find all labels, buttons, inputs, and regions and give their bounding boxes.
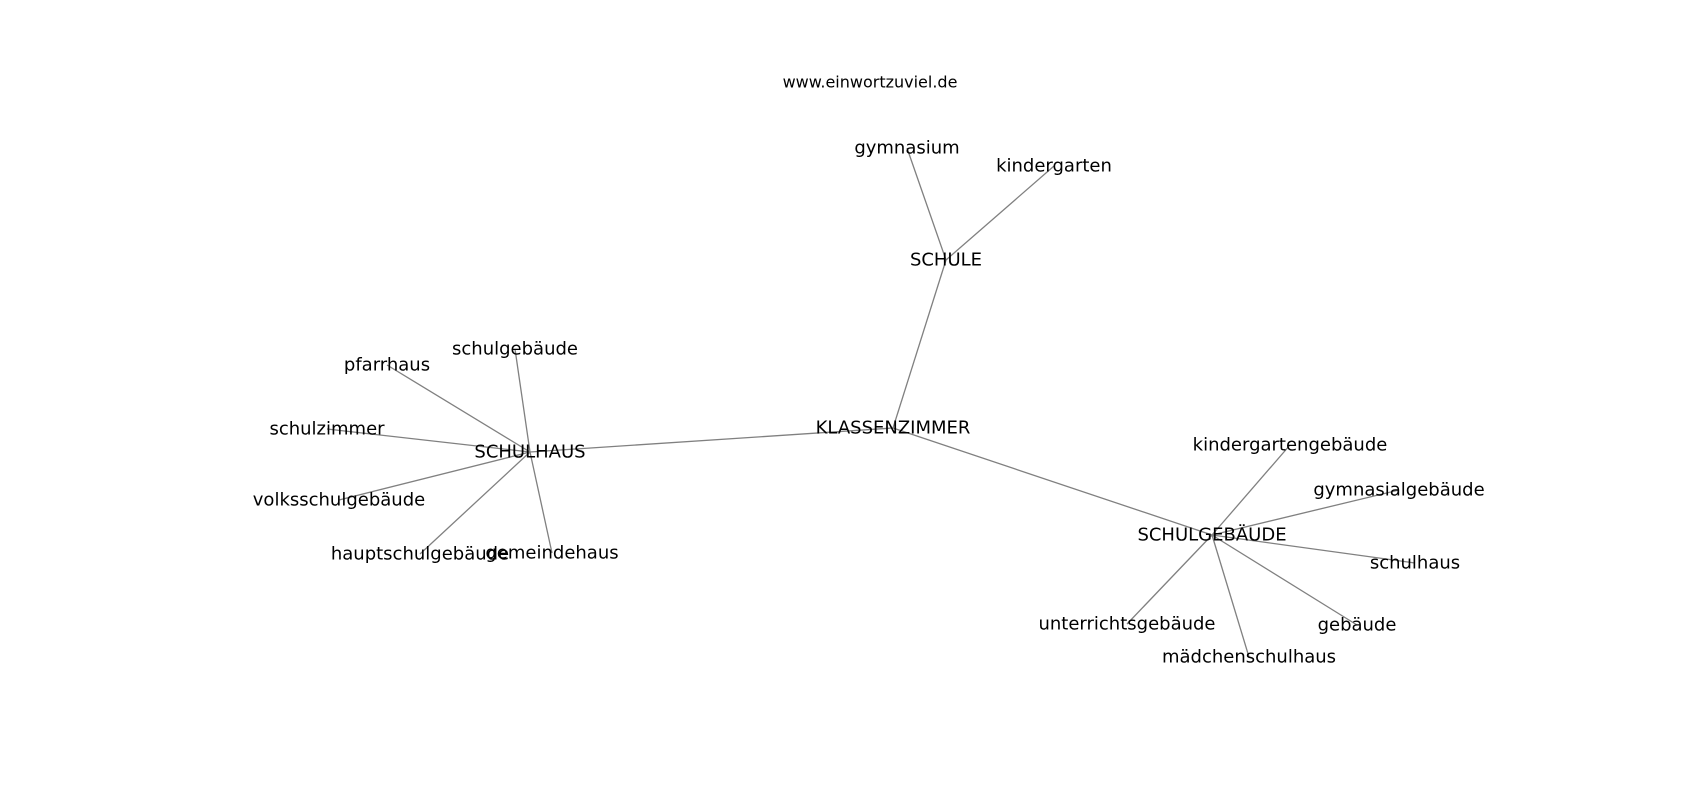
edge-schulhaus_hub-pfarrhaus: [386, 364, 531, 453]
watermark-text: www.einwortzuviel.de: [783, 73, 958, 92]
edge-schulhaus_hub-schulgebaeude_lc: [514, 348, 531, 453]
node-maedchenschulhaus: mädchenschulhaus: [1162, 647, 1336, 668]
edge-schulgebaeude_hub-schulhaus_lc: [1211, 534, 1416, 564]
node-gemeindehaus: gemeindehaus: [485, 543, 618, 564]
edge-schule-kindergarten: [945, 165, 1055, 261]
node-gymnasialgebaeude: gymnasialgebäude: [1313, 480, 1484, 501]
edge-schule-gymnasium: [906, 147, 947, 261]
edge-klassenzimmer-schule: [892, 259, 947, 429]
edge-schulgebaeude_hub-kindergartengebaeude: [1211, 444, 1291, 536]
node-volksschulgebaeude: volksschulgebäude: [253, 490, 425, 511]
edge-schulgebaeude_hub-gymnasialgebaeude: [1211, 489, 1400, 536]
node-schulzimmer: schulzimmer: [269, 419, 385, 440]
node-schulgebaeude-hub: SCHULGEBÄUDE: [1137, 525, 1286, 546]
node-schulhaus: schulhaus: [1370, 553, 1460, 574]
edge-layer: [326, 147, 1416, 658]
edge-schulgebaeude_hub-gebaeude: [1211, 534, 1358, 626]
node-schule: SCHULE: [910, 250, 982, 271]
node-kindergarten: kindergarten: [996, 156, 1112, 177]
edge-klassenzimmer-schulgebaeude_hub: [892, 427, 1213, 536]
label-layer: www.einwortzuviel.de KLASSENZIMMER SCHUL…: [253, 73, 1485, 668]
edge-schulhaus_hub-volksschulgebaeude: [338, 451, 531, 501]
node-schulhaus-hub: SCHULHAUS: [474, 442, 585, 463]
edge-schulhaus_hub-gemeindehaus: [529, 451, 553, 554]
edge-klassenzimmer-schulhaus_hub: [529, 427, 894, 453]
edge-schulhaus_hub-schulzimmer: [326, 428, 531, 453]
node-pfarrhaus: pfarrhaus: [344, 355, 430, 376]
node-gebaeude: gebäude: [1318, 615, 1397, 636]
node-gymnasium: gymnasium: [854, 138, 959, 159]
edge-schulgebaeude_hub-maedchenschulhaus: [1211, 534, 1250, 658]
node-schulgebaeude: schulgebäude: [452, 339, 578, 360]
node-kindergartengebaeude: kindergartengebäude: [1193, 435, 1388, 456]
node-hauptschulgebaeude: hauptschulgebäude: [331, 544, 509, 565]
edge-schulhaus_hub-hauptschulgebaeude: [419, 451, 531, 555]
node-unterrichtsgebaeude: unterrichtsgebäude: [1038, 614, 1215, 635]
node-klassenzimmer: KLASSENZIMMER: [816, 418, 971, 439]
edge-schulgebaeude_hub-unterrichtsgebaeude: [1126, 534, 1213, 625]
